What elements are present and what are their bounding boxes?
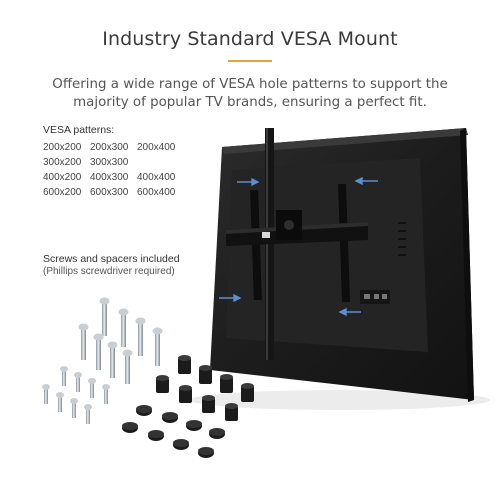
alignment-arrows — [219, 176, 378, 317]
short-spacer — [209, 428, 225, 439]
long-screw — [107, 341, 118, 378]
tall-spacer — [179, 385, 192, 403]
short-screw — [42, 384, 50, 404]
tall-spacer — [178, 355, 191, 374]
vesa-pattern: 400x200 — [43, 172, 82, 183]
long-screw — [118, 308, 129, 347]
vesa-pattern: 300x300 — [90, 157, 129, 168]
short-screw — [88, 378, 96, 398]
tall-spacer — [225, 403, 238, 421]
spacers-group — [122, 355, 254, 458]
vesa-pattern: 400x300 — [90, 172, 129, 183]
vesa-patterns-grid: 200x200 200x300 200x400 300x200 300x300 … — [43, 141, 184, 199]
tall-spacer — [241, 383, 254, 402]
short-spacer — [198, 447, 214, 458]
long-screw — [152, 327, 163, 366]
short-spacer — [162, 412, 178, 423]
short-spacer — [186, 420, 202, 431]
short-spacer — [136, 405, 152, 416]
page-subtitle: Offering a wide range of VESA hole patte… — [40, 76, 460, 112]
page-title: Industry Standard VESA Mount — [102, 28, 398, 50]
short-screw — [60, 366, 68, 386]
vesa-pattern: 400x400 — [137, 172, 176, 183]
short-screw — [84, 404, 92, 424]
subtitle-line-2: majority of popular TV brands, ensuring … — [73, 95, 427, 110]
short-spacer — [148, 430, 164, 441]
hardware-heading: Screws and spacers included — [43, 253, 180, 265]
short-screw — [56, 392, 64, 412]
long-screw — [135, 317, 146, 356]
title-accent-rule — [228, 60, 272, 62]
vesa-pattern: 600x200 — [43, 187, 82, 198]
short-screw — [102, 384, 110, 404]
tv-back-panel — [210, 128, 474, 402]
vesa-pattern: 200x400 — [137, 142, 176, 153]
vesa-pattern: 300x200 — [43, 157, 82, 168]
tv-vent-slots — [398, 222, 406, 256]
mount-bracket — [226, 183, 368, 303]
vesa-pattern — [137, 156, 184, 169]
long-screw — [122, 349, 133, 384]
vesa-patterns-heading: VESA patterns: — [43, 124, 115, 136]
long-screw — [93, 333, 104, 370]
tall-spacer — [156, 375, 169, 393]
short-spacer — [122, 422, 138, 433]
vesa-pattern: 600x400 — [137, 187, 176, 198]
short-spacer — [173, 439, 189, 450]
subtitle-line-1: Offering a wide range of VESA hole patte… — [52, 77, 448, 92]
short-screw — [74, 372, 82, 392]
screws-group — [42, 297, 163, 424]
tall-spacer — [199, 365, 212, 384]
tall-spacer — [220, 374, 233, 393]
tall-spacer — [202, 395, 215, 413]
vesa-pattern: 600x300 — [90, 187, 129, 198]
floor-shadow — [190, 390, 490, 410]
long-screw — [78, 323, 89, 360]
vesa-pattern: 200x200 — [43, 142, 82, 153]
vesa-pattern: 200x300 — [90, 142, 129, 153]
hardware-note: (Phillips screwdriver required) — [43, 266, 175, 277]
short-screw — [70, 398, 78, 418]
long-screw — [99, 297, 110, 336]
